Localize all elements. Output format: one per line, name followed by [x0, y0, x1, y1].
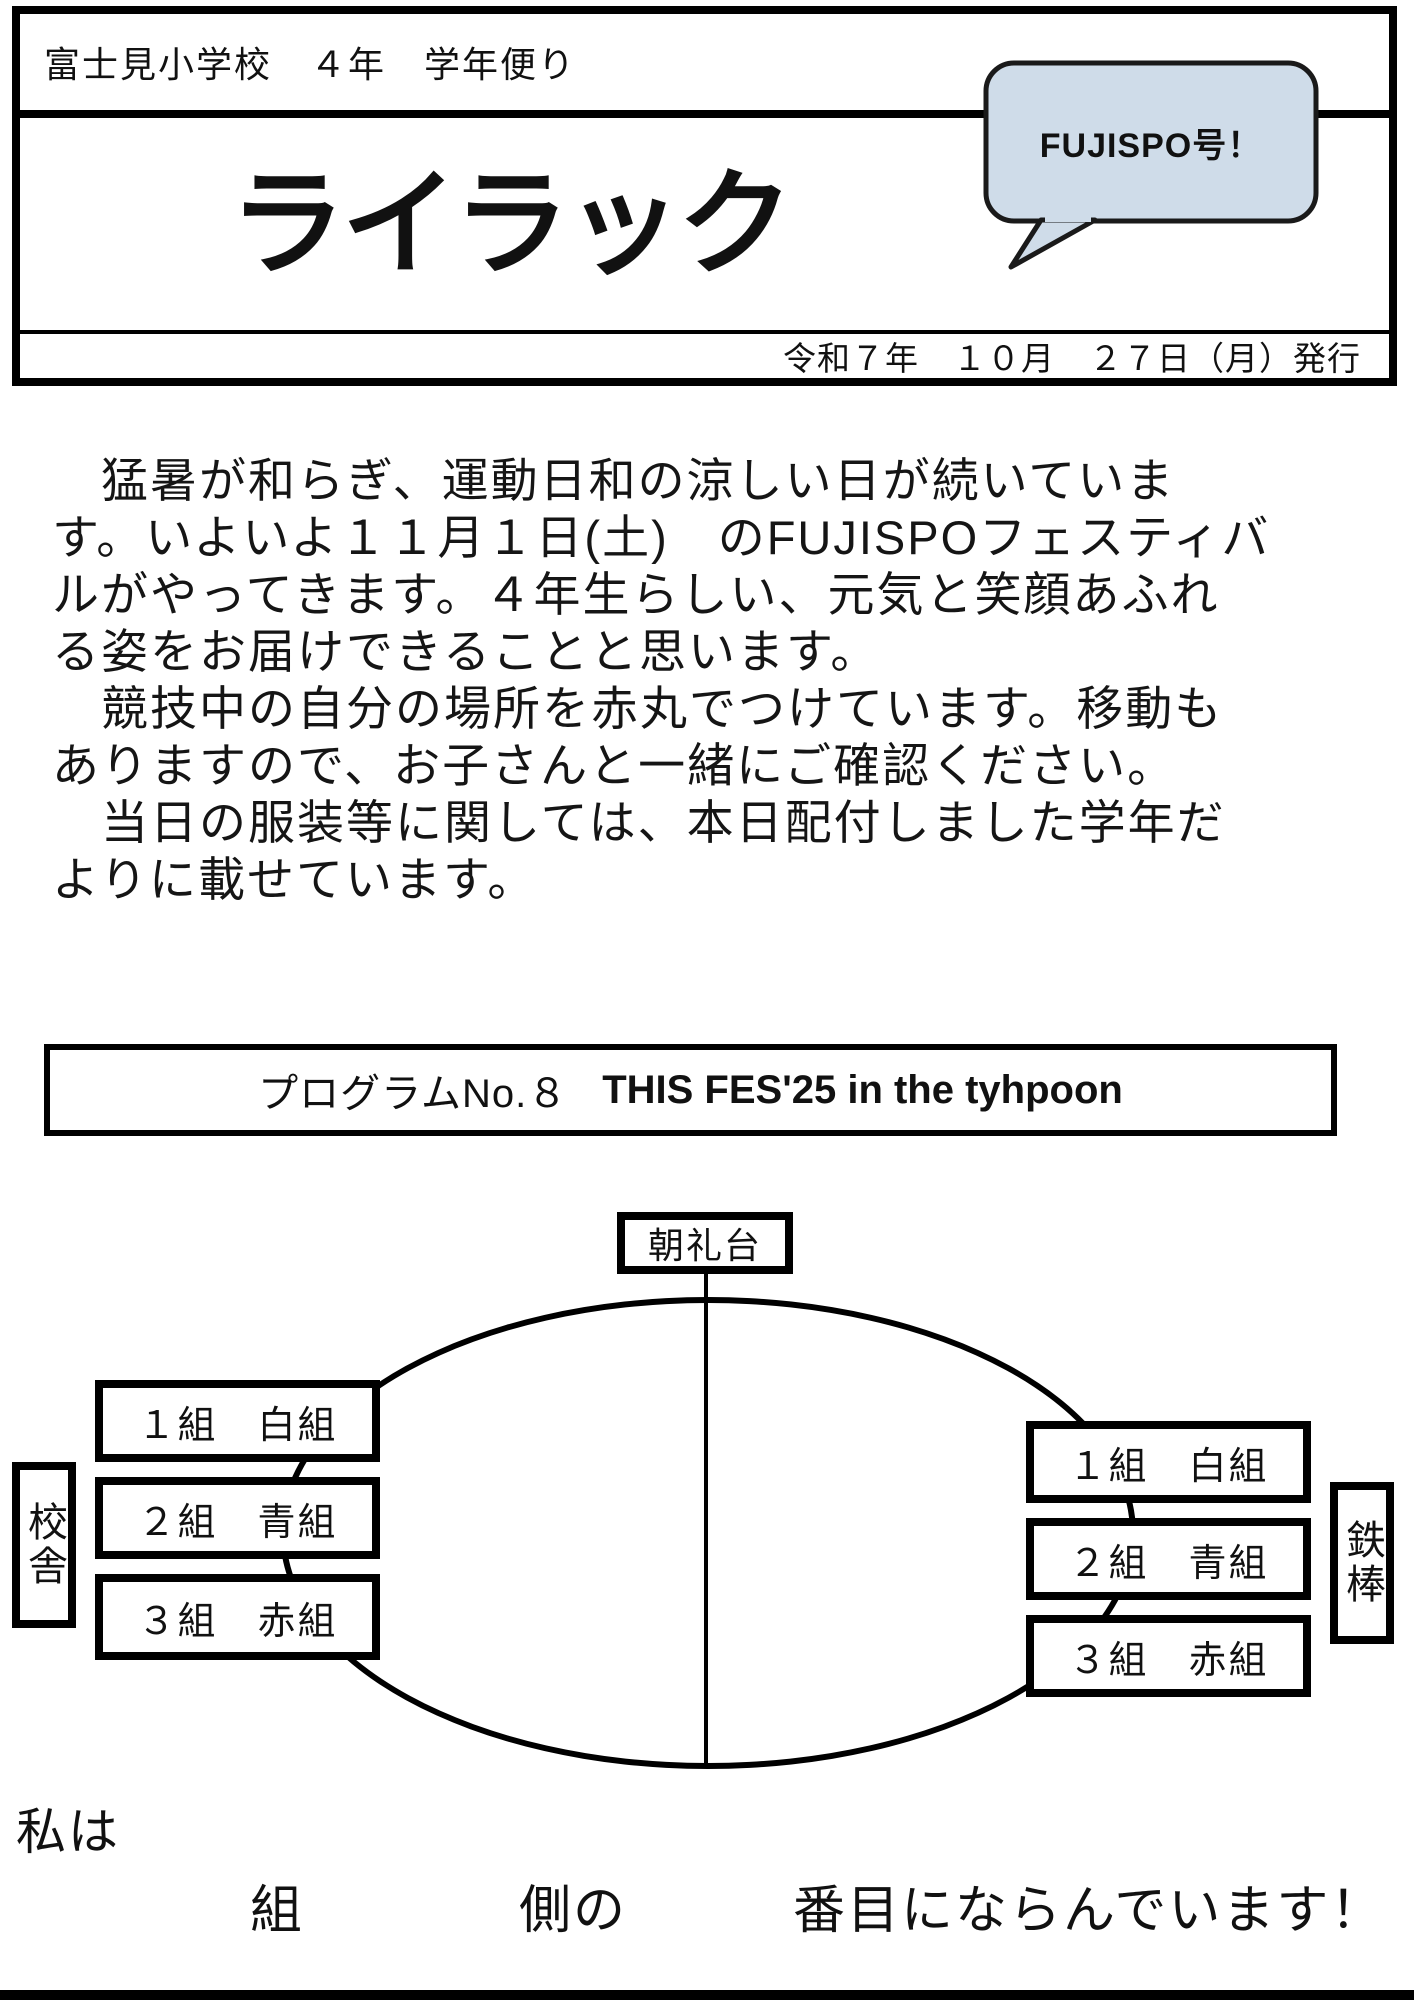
group-label: ２組 青組 [1068, 1542, 1269, 1585]
title-row: ライラック [20, 118, 1389, 334]
body-paragraphs: 猛暑が和らぎ、運動日和の涼しい日が続いていま す。いよいよ１１月１日(土) のF… [52, 452, 1382, 908]
bottom-rule [0, 1990, 1414, 2000]
bubble-label: FUJISPO号！ [1039, 126, 1263, 165]
left-group-box-2: ２組 青組 [95, 1477, 380, 1559]
body-line: す。いよいよ１１月１日(土) のFUJISPOフェスティバ [52, 511, 1271, 564]
left-group-box-1: １組 白組 [95, 1380, 380, 1462]
program-box: プログラムNo.８ THIS FES'25 in the tyhpoon [44, 1044, 1337, 1136]
body-line: ルがやってきます。４年生らしい、元気と笑顔あふれ [52, 568, 1220, 621]
fujispo-speech-bubble: FUJISPO号！ [983, 60, 1323, 275]
footer-blank-side: 側の [519, 1882, 628, 1940]
left-group-box-3: ３組 赤組 [95, 1574, 380, 1660]
field-ellipse [280, 1297, 1136, 1769]
group-label: ３組 赤組 [1068, 1639, 1269, 1682]
group-label: ２組 青組 [137, 1501, 338, 1544]
group-label: ３組 赤組 [137, 1600, 338, 1643]
body-line: 競技中の自分の場所を赤丸でつけています。移動も [52, 682, 1224, 735]
footer-intro: 私は [16, 1804, 120, 1860]
body-line: ありますので、お子さんと一緒にご確認ください。 [52, 739, 1177, 792]
body-line: る姿をお届けできることと思います。 [52, 625, 880, 678]
school-building-box: 校舎 [12, 1462, 76, 1628]
speech-bubble-shape [983, 60, 1319, 270]
right-group-box-3: ３組 赤組 [1026, 1615, 1311, 1697]
body-line: 当日の服装等に関しては、本日配付しました学年だ [52, 796, 1226, 849]
body-line: よりに載せています。 [52, 853, 537, 906]
podium-box: 朝礼台 [617, 1212, 793, 1274]
date-row: 令和７年 １０月 ２７日（月）発行 [20, 334, 1389, 378]
right-group-box-2: ２組 青組 [1026, 1518, 1311, 1600]
group-label: １組 白組 [137, 1404, 338, 1447]
podium-label: 朝礼台 [647, 1225, 762, 1266]
field-center-line [704, 1274, 708, 1766]
school-name: 富士見小学校 ４年 学年便り [44, 44, 577, 85]
school-building-label: 校舎 [22, 1501, 66, 1589]
footer-blank-group: 組 [250, 1882, 305, 1940]
issue-date: 令和７年 １０月 ２７日（月）発行 [783, 340, 1361, 377]
program-title: THIS FES'25 in the tyhpoon [602, 1067, 1123, 1112]
newsletter-title: ライラック [229, 159, 794, 289]
iron-bar-box: 鉄棒 [1330, 1482, 1394, 1644]
footer-blank-rank: 番目にならんでいます！ [793, 1882, 1385, 1940]
iron-bar-label: 鉄棒 [1340, 1519, 1384, 1607]
body-line: 猛暑が和らぎ、運動日和の涼しい日が続いていま [52, 454, 1176, 507]
school-name-row: 富士見小学校 ４年 学年便り [20, 14, 1389, 118]
program-number: プログラムNo.８ [258, 1072, 569, 1116]
right-group-box-1: １組 白組 [1026, 1421, 1311, 1503]
group-label: １組 白組 [1068, 1445, 1269, 1488]
